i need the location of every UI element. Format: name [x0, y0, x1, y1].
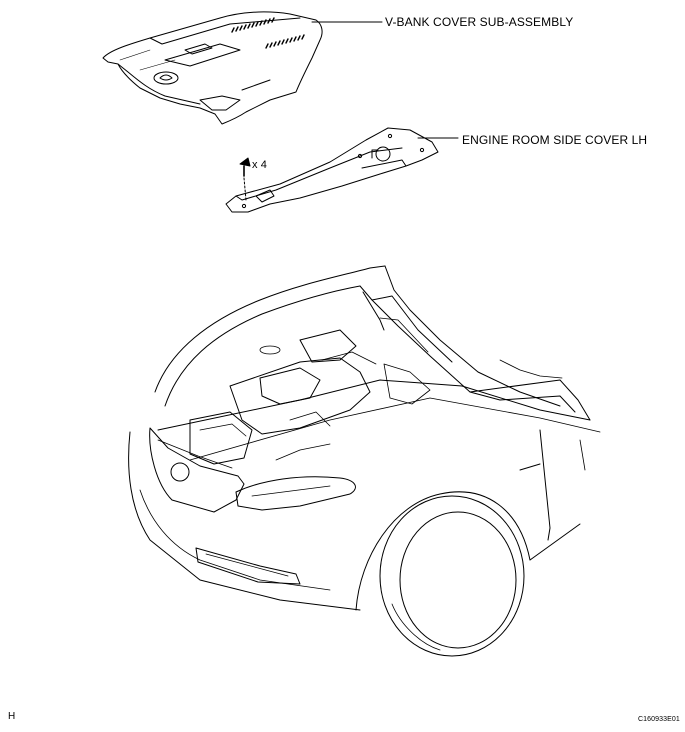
- clip-dashed-guide: [243, 177, 247, 201]
- engine-room-side-cover-label: ENGINE ROOM SIDE COVER LH: [462, 133, 648, 147]
- corner-letter: H: [8, 711, 16, 722]
- vent-ribs-left: [231, 17, 275, 33]
- clip-quantity-label: x 4: [252, 159, 267, 171]
- push-clip-icon: [239, 157, 251, 177]
- vehicle-front-illustration: [128, 265, 601, 657]
- front-tire: [379, 495, 525, 657]
- v-bank-cover-part: [102, 11, 323, 125]
- lexus-emblem-icon: [153, 71, 179, 85]
- vent-ribs-right: [265, 34, 305, 49]
- engine-room-side-cover-part: [225, 127, 439, 213]
- lexus-emblem-icon: [170, 462, 190, 482]
- v-bank-cover-label: V-BANK COVER SUB-ASSEMBLY: [385, 15, 574, 29]
- figure-code: C160933E01: [638, 716, 680, 723]
